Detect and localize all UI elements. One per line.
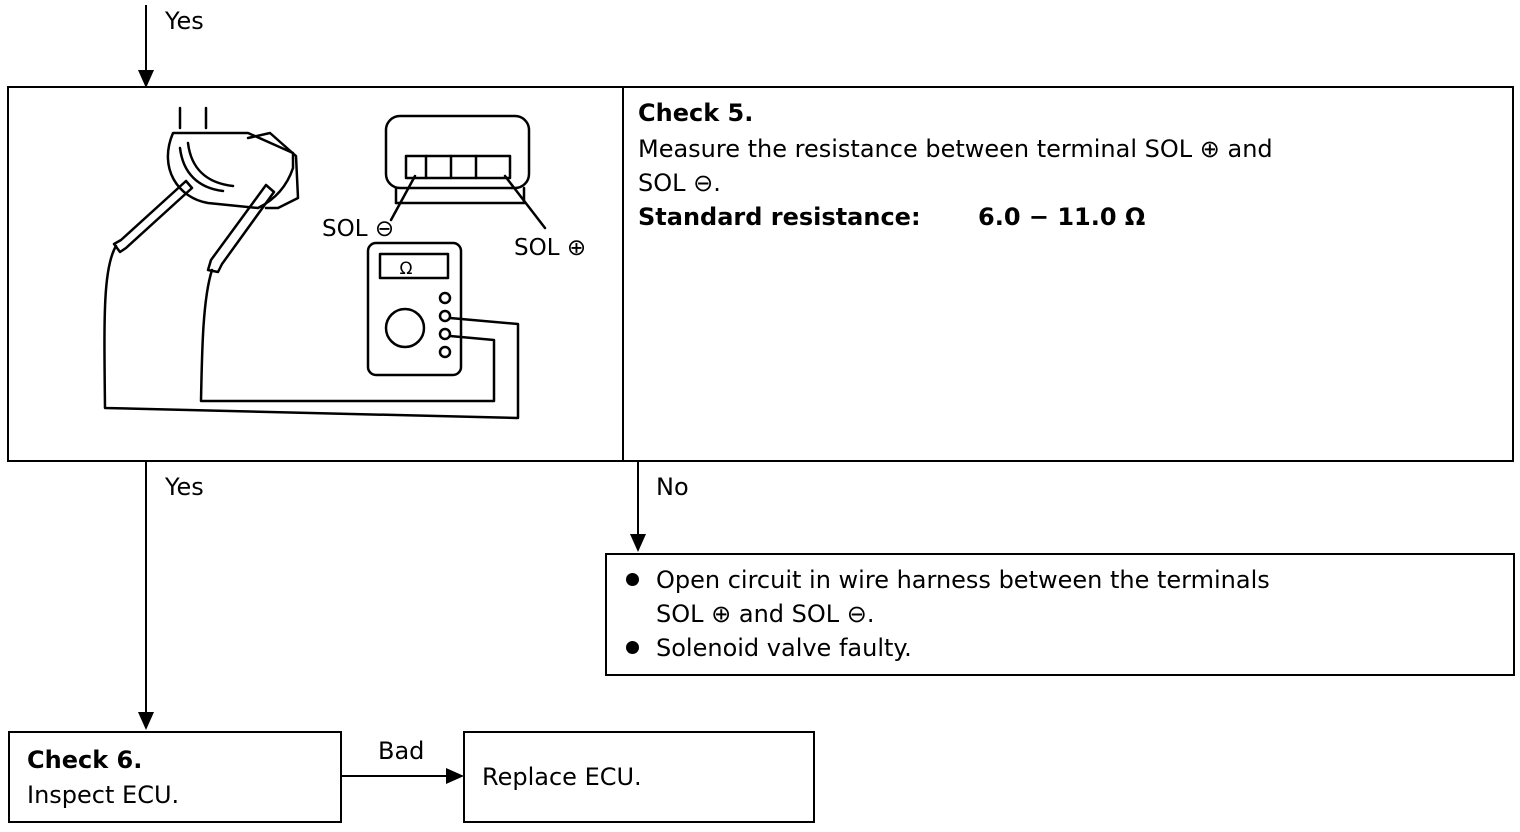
mid-yes-label: Yes — [165, 473, 204, 501]
standard-resistance-value: 6.0 − 11.0 Ω — [978, 203, 1146, 231]
meter-ohm-symbol: Ω — [400, 259, 413, 279]
fault-item1-line1: Open circuit in wire harness between the… — [656, 566, 1270, 594]
replace-ecu-label: Replace ECU. — [482, 763, 642, 791]
multimeter-illustration: Ω — [103, 106, 547, 420]
replace-ecu-box — [463, 731, 815, 823]
check6-title: Check 6. — [27, 746, 143, 774]
check5-line2: SOL ⊖. — [638, 169, 721, 197]
sol-plus-label: SOL ⊕ — [514, 235, 587, 261]
bullet-icon — [626, 641, 639, 654]
mid-no-label: No — [656, 473, 689, 501]
sol-minus-label: SOL ⊖ — [322, 216, 395, 242]
check5-title: Check 5. — [638, 99, 754, 127]
check5-line1: Measure the resistance between terminal … — [638, 135, 1273, 163]
bullet-icon — [626, 573, 639, 586]
check6-box — [8, 731, 342, 823]
top-yes-label: Yes — [165, 7, 204, 35]
check5-box — [7, 86, 1514, 462]
fault-box — [605, 553, 1515, 676]
standard-resistance-label: Standard resistance: — [638, 203, 921, 231]
check6-body: Inspect ECU. — [27, 781, 180, 809]
fault-item1-line2: SOL ⊕ and SOL ⊖. — [656, 600, 875, 628]
check5-divider — [622, 87, 624, 461]
fault-item2: Solenoid valve faulty. — [656, 634, 912, 662]
bad-label: Bad — [378, 737, 425, 765]
